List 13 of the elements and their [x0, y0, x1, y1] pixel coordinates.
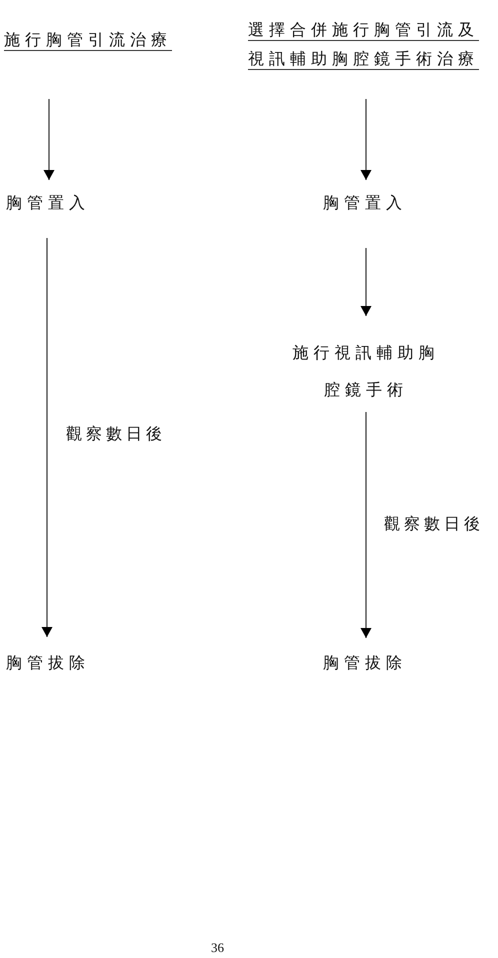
arrow: [44, 99, 54, 180]
arrow: [360, 99, 372, 180]
arrow: [360, 248, 372, 316]
arrow: [42, 238, 52, 637]
step-label: 施行視訊輔助胸腔鏡手術: [290, 334, 442, 408]
step-label: 胸管置入: [6, 192, 94, 214]
treatment-heading: 選擇合併施行胸管引流及視訊輔助胸腔鏡手術治療: [248, 15, 486, 73]
page-number: 36: [211, 940, 224, 956]
arrow: [360, 412, 372, 638]
step-label: 胸管拔除: [6, 652, 94, 674]
step-label: 胸管拔除: [323, 652, 411, 674]
treatment-heading: 施行胸管引流治療: [4, 29, 178, 51]
step-label: 胸管置入: [323, 192, 411, 214]
